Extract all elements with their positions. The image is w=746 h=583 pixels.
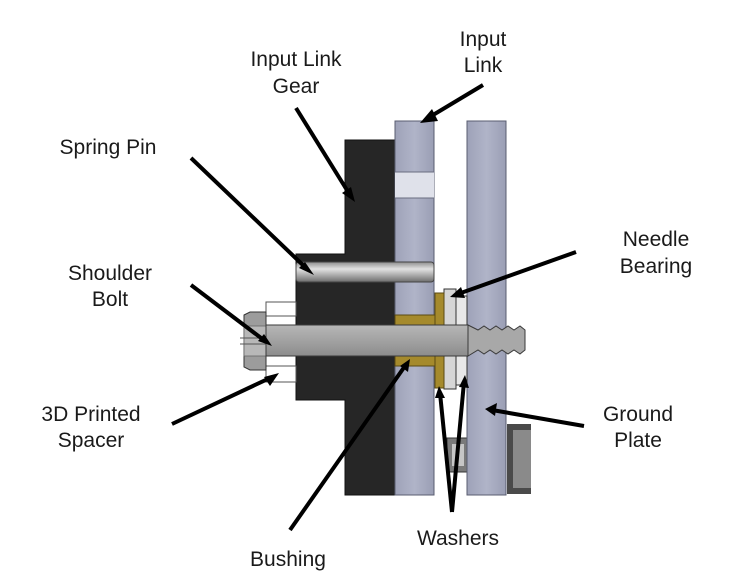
ground-plate (466, 120, 507, 496)
svg-text:Input: Input (460, 28, 507, 51)
svg-text:Link: Link (464, 54, 503, 77)
svg-text:Bushing: Bushing (250, 548, 326, 571)
shoulder-bolt (240, 311, 526, 371)
label-input-link-gear: Input Link Gear (250, 48, 342, 98)
leader-3d-printed-spacer (171, 375, 273, 426)
leader-lines (171, 83, 585, 532)
svg-text:Spacer: Spacer (58, 429, 125, 452)
leader-washers-right (450, 381, 466, 513)
leader-shoulder-bolt (189, 283, 267, 343)
svg-text:Input Link: Input Link (250, 48, 342, 71)
label-shoulder-bolt: Shoulder Bolt (68, 262, 152, 311)
svg-text:Gear: Gear (273, 75, 320, 98)
leader-bushing (288, 364, 407, 532)
arrowheads (258, 109, 497, 416)
arrowhead-spring-pin (299, 262, 314, 275)
arrowhead-bushing (400, 359, 410, 372)
arrowhead-washers-right (459, 375, 469, 388)
label-washers: Washers (417, 527, 499, 550)
svg-text:Bearing: Bearing (620, 255, 692, 278)
svg-text:Needle: Needle (623, 228, 690, 251)
spring-pin (295, 261, 435, 283)
svg-text:Ground: Ground (603, 403, 673, 426)
arrowhead-input-link (420, 109, 438, 123)
svg-text:Washers: Washers (417, 527, 499, 550)
mount-bracket (446, 424, 531, 494)
label-3d-printed-spacer: 3D Printed Spacer (41, 403, 140, 452)
label-needle-bearing: Needle Bearing (620, 228, 692, 278)
leader-spring-pin (189, 156, 308, 270)
arrowhead-shoulder-bolt (258, 334, 272, 346)
svg-text:Spring Pin: Spring Pin (60, 136, 157, 159)
svg-text:Shoulder: Shoulder (68, 262, 152, 285)
arrowhead-ground-plate (485, 403, 497, 416)
label-input-link: Input Link (460, 28, 507, 77)
leader-input-link-gear (294, 106, 352, 197)
svg-text:Bolt: Bolt (92, 288, 128, 311)
svg-text:3D Printed: 3D Printed (41, 403, 140, 426)
arrowhead-input-link-gear (342, 187, 355, 202)
label-spring-pin: Spring Pin (60, 136, 157, 159)
input-link-plate (394, 120, 435, 496)
label-bushing: Bushing (250, 548, 326, 571)
arrowhead-washers-left (435, 386, 445, 398)
leader-ground-plate (491, 408, 585, 428)
arrowhead-3d-printed-spacer (264, 373, 279, 386)
leader-washers-left (438, 392, 454, 513)
arrowhead-needle-bearing (450, 287, 465, 298)
leader-input-link (426, 83, 485, 120)
label-ground-plate: Ground Plate (603, 403, 673, 452)
svg-text:Plate: Plate (614, 429, 662, 452)
leader-needle-bearing (457, 250, 577, 296)
